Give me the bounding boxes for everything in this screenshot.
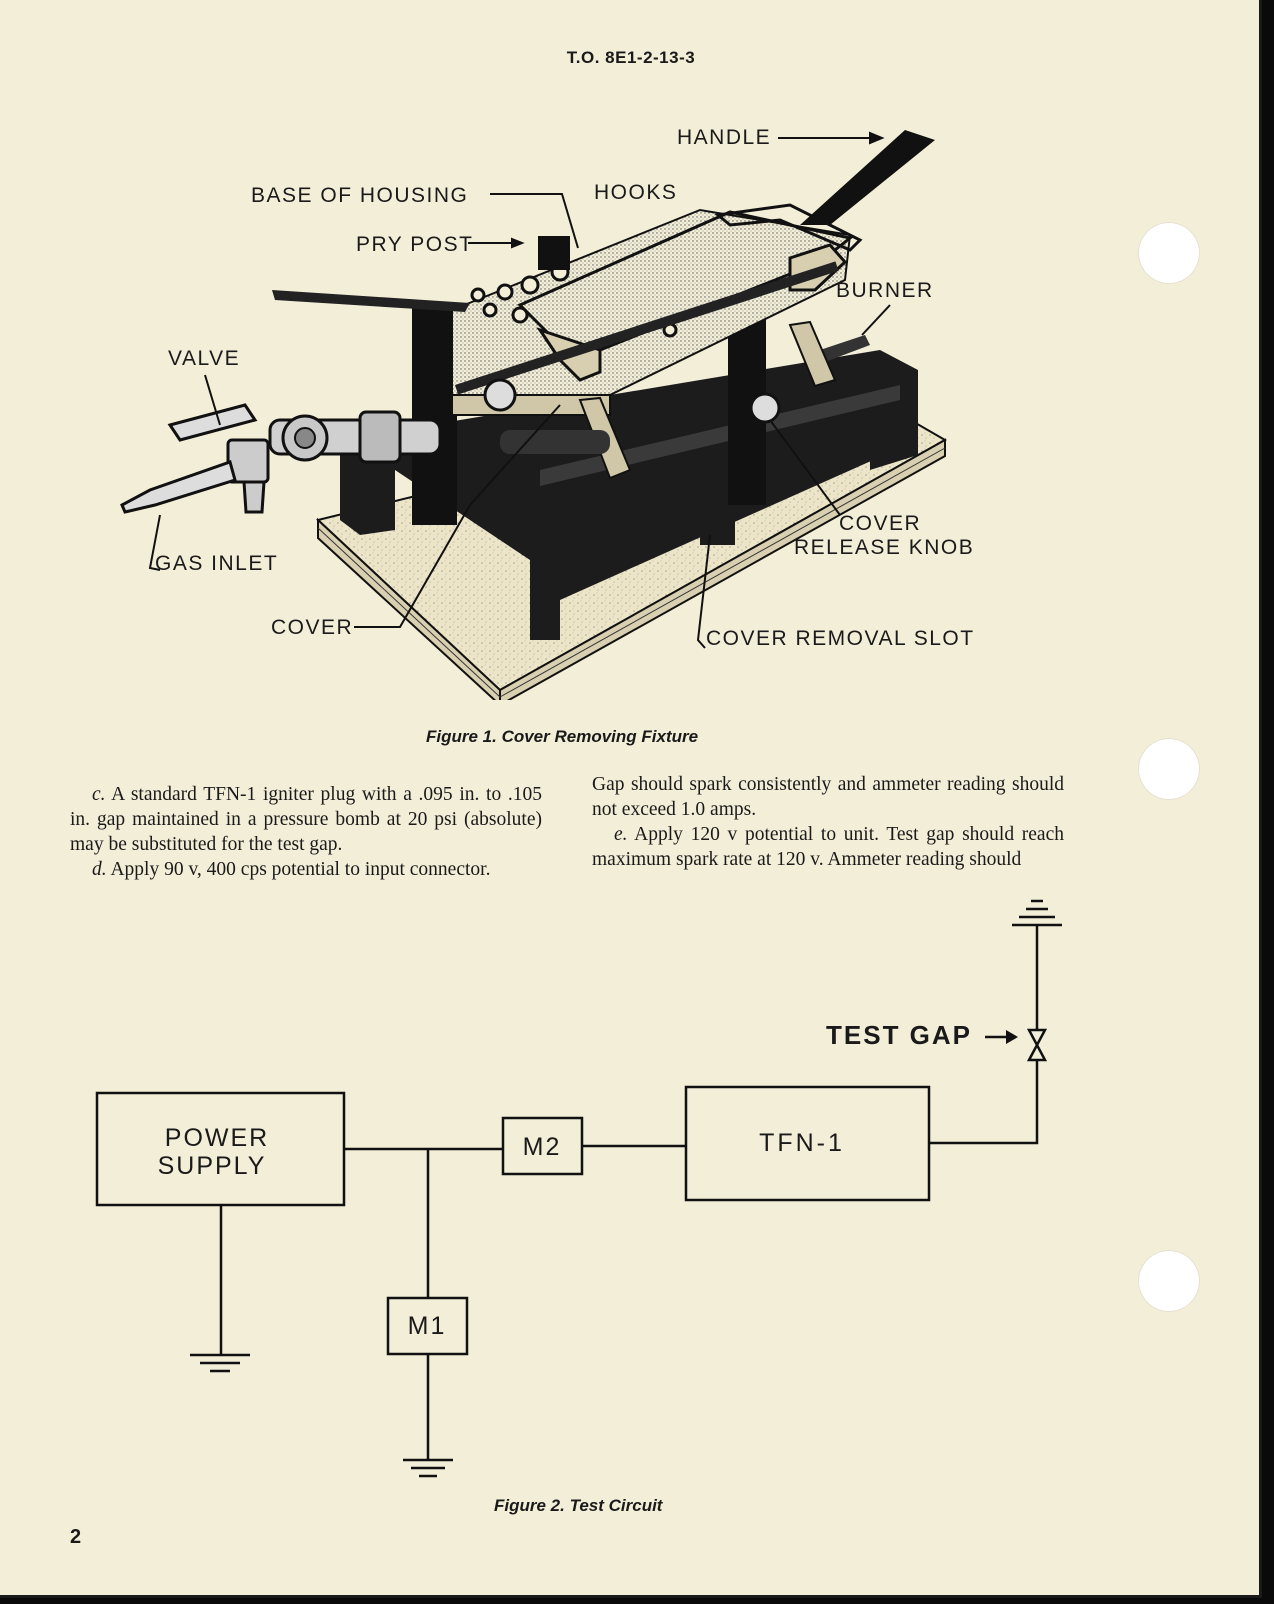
step-marker-c: c. [92, 784, 106, 805]
text-column-left: c. A standard TFN-1 igniter plug with a … [70, 782, 542, 882]
callout-hooks: HOOKS [594, 181, 678, 204]
callout-valve: VALVE [168, 347, 241, 370]
paragraph-d-continued: Gap should spark consistently and ammete… [592, 774, 1064, 820]
callout-cover-release-line2: RELEASE KNOB [794, 536, 975, 559]
callout-burner: BURNER [836, 279, 934, 302]
test-circuit-diagram: POWER SUPPLY M2 TFN-1 M1 TEST GAP [95, 899, 1062, 1478]
binder-hole [1138, 222, 1200, 284]
callout-cover: COVER [271, 616, 354, 639]
paragraph-d-text: Apply 90 v, 400 cps potential to input c… [110, 859, 491, 880]
paragraph-c-text: A standard TFN-1 igniter plug with a .09… [70, 784, 542, 855]
figure-2-caption: Figure 2. Test Circuit [494, 1496, 663, 1515]
step-marker-d: d. [92, 859, 107, 880]
paragraph-e: e. Apply 120 v potential to unit. Test g… [592, 822, 1064, 872]
paragraph-d: d. Apply 90 v, 400 cps potential to inpu… [70, 857, 542, 882]
power-supply-label-line2: SUPPLY [158, 1152, 267, 1180]
page-number: 2 [70, 1526, 82, 1548]
tfn1-label: TFN-1 [759, 1129, 845, 1157]
m2-label: M2 [523, 1133, 562, 1161]
callout-cover-removal-slot: COVER REMOVAL SLOT [706, 627, 975, 650]
callout-gas-inlet: GAS INLET [155, 552, 279, 575]
binder-hole [1138, 738, 1200, 800]
document-number: T.O. 8E1-2-13-3 [566, 48, 696, 67]
callout-base-of-housing: BASE OF HOUSING [251, 184, 469, 207]
cover-removing-fixture-illustration [120, 130, 948, 700]
power-supply-label-line1: POWER [165, 1124, 269, 1152]
binder-hole [1138, 1250, 1200, 1312]
paragraph-c: c. A standard TFN-1 igniter plug with a … [70, 782, 542, 857]
callout-handle: HANDLE [677, 126, 772, 149]
paragraph-e-text: Apply 120 v potential to unit. Test gap … [592, 824, 1064, 870]
callout-cover-release-line1: COVER [839, 512, 922, 535]
step-marker-e: e. [614, 824, 628, 845]
test-gap-label: TEST GAP [826, 1020, 972, 1050]
m1-label: M1 [408, 1312, 447, 1340]
callout-pry-post: PRY POST [356, 233, 474, 256]
figure-1-caption: Figure 1. Cover Removing Fixture [426, 727, 699, 746]
text-column-right: Gap should spark consistently and ammete… [592, 772, 1064, 872]
